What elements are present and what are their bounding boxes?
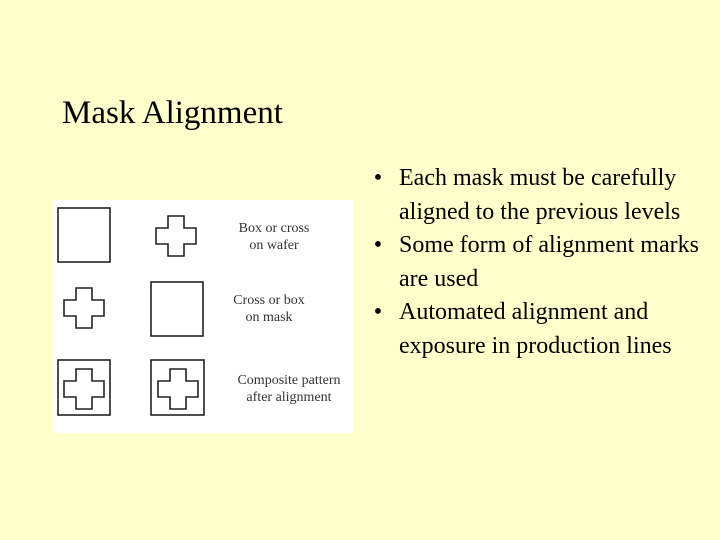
bullet-item: • Automated alignment and exposure in pr… xyxy=(366,296,706,363)
bullet-dot: • xyxy=(373,299,383,325)
bullet-text: Automated alignment and exposure in prod… xyxy=(399,299,672,359)
row2-cross-mark xyxy=(63,287,105,329)
label-row1-line1: Box or cross xyxy=(238,221,310,236)
label-row2-line1: Cross or box xyxy=(233,293,305,308)
bullet-item: • Some form of alignment marks are used xyxy=(366,229,706,296)
row3-composite-cross-1 xyxy=(63,368,105,410)
alignment-marks-diagram xyxy=(57,207,205,416)
row1-cross-mark xyxy=(155,215,197,257)
label-row1: Box or cross on wafer xyxy=(219,220,329,254)
label-row3-line1: Composite pattern xyxy=(237,373,341,388)
row3-composite-box-1 xyxy=(57,359,111,416)
alignment-marks-figure: Box or cross on wafer Cross or box on ma… xyxy=(53,200,353,433)
label-row2: Cross or box on mask xyxy=(214,292,324,326)
label-row2-line2: on mask xyxy=(245,310,293,325)
bullet-text: Each mask must be carefully aligned to t… xyxy=(399,165,681,225)
slide-title: Mask Alignment xyxy=(62,95,283,131)
bullet-text: Some form of alignment marks are used xyxy=(399,232,699,292)
row2-box-mark xyxy=(150,281,204,337)
bullet-item: • Each mask must be carefully aligned to… xyxy=(366,162,706,229)
bullet-dot: • xyxy=(373,165,383,191)
label-row3: Composite pattern after alignment xyxy=(225,372,353,406)
bullet-list: • Each mask must be carefully aligned to… xyxy=(366,162,706,363)
row1-box-mark xyxy=(57,207,111,263)
label-row1-line2: on wafer xyxy=(249,238,299,253)
bullet-dot: • xyxy=(373,232,383,258)
row3-composite-box-2 xyxy=(150,359,205,416)
row3-composite-cross-2 xyxy=(157,368,199,410)
label-row3-line2: after alignment xyxy=(246,390,332,405)
